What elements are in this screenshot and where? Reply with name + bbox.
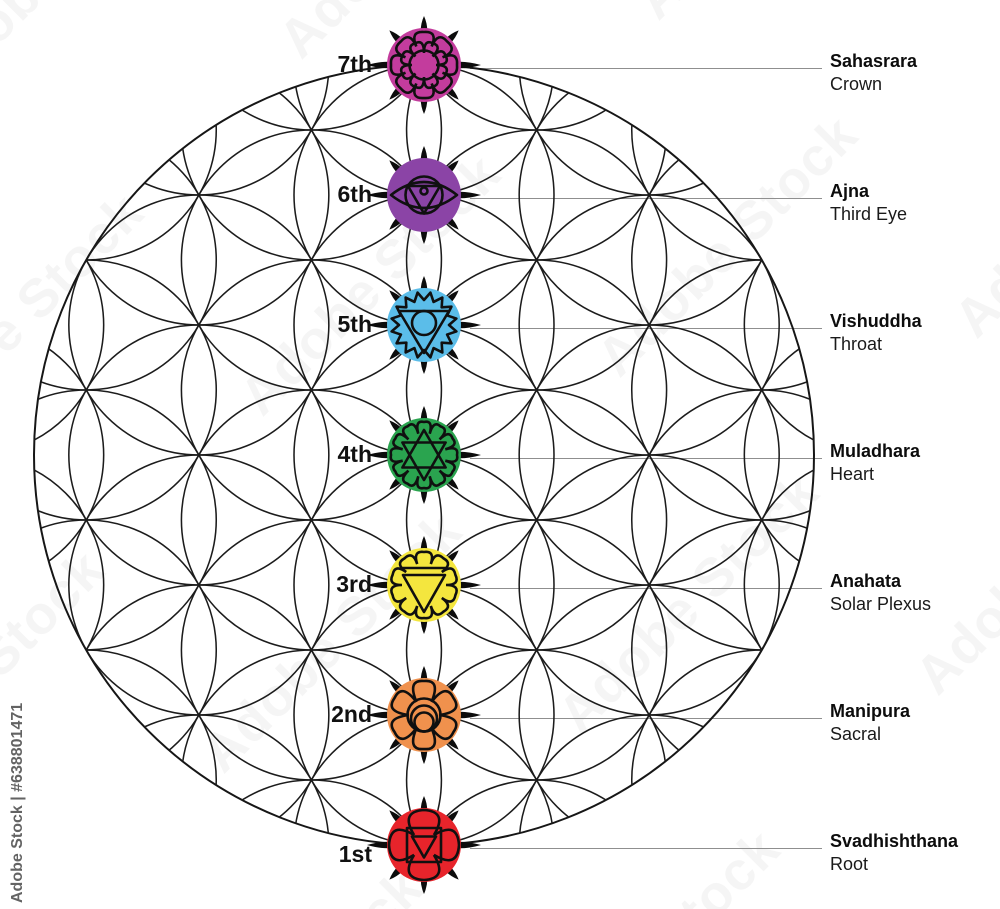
label-line-svadhishthana xyxy=(470,848,822,849)
spike-star xyxy=(367,406,481,504)
hexagram-star-icon xyxy=(367,406,481,504)
spike-star xyxy=(367,276,481,374)
spike-star xyxy=(367,146,481,244)
label-anahata: Anahata Solar Plexus xyxy=(830,570,1000,616)
chakra-meaning: Sacral xyxy=(830,724,882,744)
label-svadhishthana: Svadhishthana Root xyxy=(830,830,1000,876)
sacral-moons-icon xyxy=(367,666,481,764)
spike-star xyxy=(367,666,481,764)
solar-triangle-icon xyxy=(367,536,481,634)
chakra-meaning: Root xyxy=(830,854,869,874)
chakra-name: Muladhara xyxy=(830,441,921,461)
chakra-meaning: Third Eye xyxy=(830,204,908,224)
label-line-anahata xyxy=(470,588,822,589)
label-muladhara: Muladhara Heart xyxy=(830,440,1000,486)
watermark-id-text: Adobe Stock | #638801471 xyxy=(9,702,26,903)
label-manipura: Manipura Sacral xyxy=(830,700,1000,746)
throat-triangle-icon xyxy=(367,276,481,374)
chakra-name: Svadhishthana xyxy=(830,831,959,851)
chakra-name: Ajna xyxy=(830,181,870,201)
ordinal-4th: 4th xyxy=(337,441,373,467)
ordinal-7th: 7th xyxy=(337,51,373,77)
spike-star xyxy=(367,16,481,114)
crown-lotus-icon xyxy=(367,16,481,114)
ordinal-2nd: 2nd xyxy=(331,701,372,727)
chakra-name: Anahata xyxy=(830,571,902,591)
chakra-circle xyxy=(387,28,461,102)
ordinal-3rd: 3rd xyxy=(336,571,372,597)
chakra-meaning: Crown xyxy=(830,74,883,94)
root-square-icon xyxy=(367,796,481,894)
label-line-vishuddha xyxy=(470,328,822,329)
label-sahasrara: Sahasrara Crown xyxy=(830,50,1000,96)
third-eye-icon xyxy=(367,146,481,244)
ordinal-6th: 6th xyxy=(337,181,373,207)
chakra-name: Sahasrara xyxy=(830,51,918,71)
ordinal-5th: 5th xyxy=(337,311,373,337)
chakra-meaning: Throat xyxy=(830,334,883,354)
label-vishuddha: Vishuddha Throat xyxy=(830,310,1000,356)
label-line-muladhara xyxy=(470,458,822,459)
chakra-name: Manipura xyxy=(830,701,911,721)
label-line-sahasrara xyxy=(470,68,822,69)
label-line-manipura xyxy=(470,718,822,719)
chakra-circle xyxy=(387,548,461,622)
spike-star xyxy=(367,536,481,634)
ordinal-1st: 1st xyxy=(338,841,372,867)
chakra-meaning: Solar Plexus xyxy=(830,594,932,614)
chakra-circle xyxy=(387,808,461,882)
chakra-name: Vishuddha xyxy=(830,311,922,331)
spike-star xyxy=(367,796,481,894)
label-line-ajna xyxy=(470,198,822,199)
chakra-circle xyxy=(387,678,461,752)
label-ajna: Ajna Third Eye xyxy=(830,180,1000,226)
chakra-meaning: Heart xyxy=(830,464,875,484)
